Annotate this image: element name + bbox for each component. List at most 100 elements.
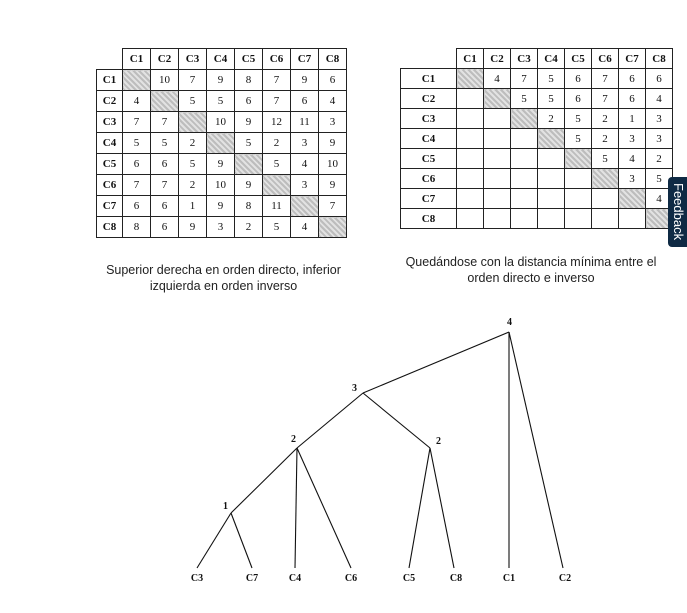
matrix-cell [456, 128, 484, 149]
matrix-cell [483, 108, 511, 129]
matrix-cell: 10 [206, 174, 235, 196]
matrix-cell: 8 [234, 195, 263, 217]
diagonal-cell [645, 208, 673, 229]
matrix-cell: 3 [618, 168, 646, 189]
matrix-cell [483, 188, 511, 209]
row-header: C5 [96, 153, 123, 175]
matrix-cell: 7 [150, 174, 179, 196]
column-header: C3 [510, 48, 538, 69]
row-header: C7 [400, 188, 457, 209]
row-header: C1 [400, 68, 457, 89]
matrix-cell [537, 148, 565, 169]
matrix-cell: 7 [262, 69, 291, 91]
matrix-cell [456, 168, 484, 189]
matrix-cell: 4 [483, 68, 511, 89]
matrix-cell: 6 [122, 153, 151, 175]
matrix-cell: 7 [178, 69, 207, 91]
matrix-cell: 9 [178, 216, 207, 238]
matrix-cell [456, 88, 484, 109]
matrix-cell [591, 188, 619, 209]
column-header: C5 [234, 48, 263, 70]
matrix-cell [456, 208, 484, 229]
matrix-cell [537, 168, 565, 189]
column-header: C7 [290, 48, 319, 70]
diagonal-cell [564, 148, 592, 169]
matrix-cell: 5 [178, 90, 207, 112]
row-header: C7 [96, 195, 123, 217]
diagonal-cell [262, 174, 291, 196]
row-header: C8 [400, 208, 457, 229]
matrix-cell: 3 [645, 108, 673, 129]
column-header: C2 [150, 48, 179, 70]
matrix-cell: 1 [618, 108, 646, 129]
matrix-cell: 10 [150, 69, 179, 91]
column-header: C8 [318, 48, 347, 70]
matrix-cell: 7 [262, 90, 291, 112]
matrix-cell: 6 [234, 90, 263, 112]
leaf-label: C5 [403, 573, 415, 584]
dendrogram-branches [196, 331, 564, 569]
matrix-cell: 9 [234, 111, 263, 133]
leaf-label: C1 [503, 573, 515, 584]
row-header: C3 [400, 108, 457, 129]
matrix-cell [510, 148, 538, 169]
leaf-label: C4 [289, 573, 301, 584]
diagonal-cell [122, 69, 151, 91]
row-header: C4 [400, 128, 457, 149]
matrix-cell: 5 [537, 68, 565, 89]
matrix-cell: 5 [537, 88, 565, 109]
matrix-cell: 3 [645, 128, 673, 149]
diagonal-cell [618, 188, 646, 209]
branch [362, 392, 431, 449]
matrix-cell: 10 [318, 153, 347, 175]
leaf-label: C3 [191, 573, 203, 584]
matrix-cell: 3 [318, 111, 347, 133]
matrix-corner [96, 48, 123, 70]
matrix-cell: 5 [178, 153, 207, 175]
row-header: C2 [96, 90, 123, 112]
matrix-cell: 2 [537, 108, 565, 129]
matrix-cell: 9 [290, 69, 319, 91]
matrix-cell: 6 [122, 195, 151, 217]
diagonal-cell [290, 195, 319, 217]
matrix-row: C8 [400, 208, 673, 229]
matrix-cell: 8 [234, 69, 263, 91]
matrix-cell: 9 [206, 195, 235, 217]
matrix-cell [537, 188, 565, 209]
column-header: C6 [262, 48, 291, 70]
matrix-cell: 1 [178, 195, 207, 217]
diagonal-cell [510, 108, 538, 129]
matrix-corner [400, 48, 457, 69]
branch [230, 447, 298, 514]
diagonal-cell [150, 90, 179, 112]
matrix-cell: 2 [591, 128, 619, 149]
diagonal-cell [483, 88, 511, 109]
column-header: C4 [537, 48, 565, 69]
matrix-cell: 5 [234, 132, 263, 154]
node-level-label: 3 [352, 383, 357, 394]
matrix-cell: 7 [591, 88, 619, 109]
matrix-cell: 4 [645, 88, 673, 109]
feedback-tab[interactable]: Feedback [668, 177, 687, 247]
matrix-cell [510, 128, 538, 149]
matrix-cell: 6 [618, 88, 646, 109]
matrix-cell: 10 [206, 111, 235, 133]
matrix-cell [510, 188, 538, 209]
feedback-label: Feedback [671, 183, 686, 241]
diagonal-cell [456, 68, 484, 89]
leaf-label: C8 [450, 573, 462, 584]
matrix-cell: 5 [591, 148, 619, 169]
branch [508, 331, 564, 569]
matrix-cell: 2 [645, 148, 673, 169]
matrix-cell: 2 [591, 108, 619, 129]
diagonal-cell [206, 132, 235, 154]
matrix-cell: 2 [178, 132, 207, 154]
